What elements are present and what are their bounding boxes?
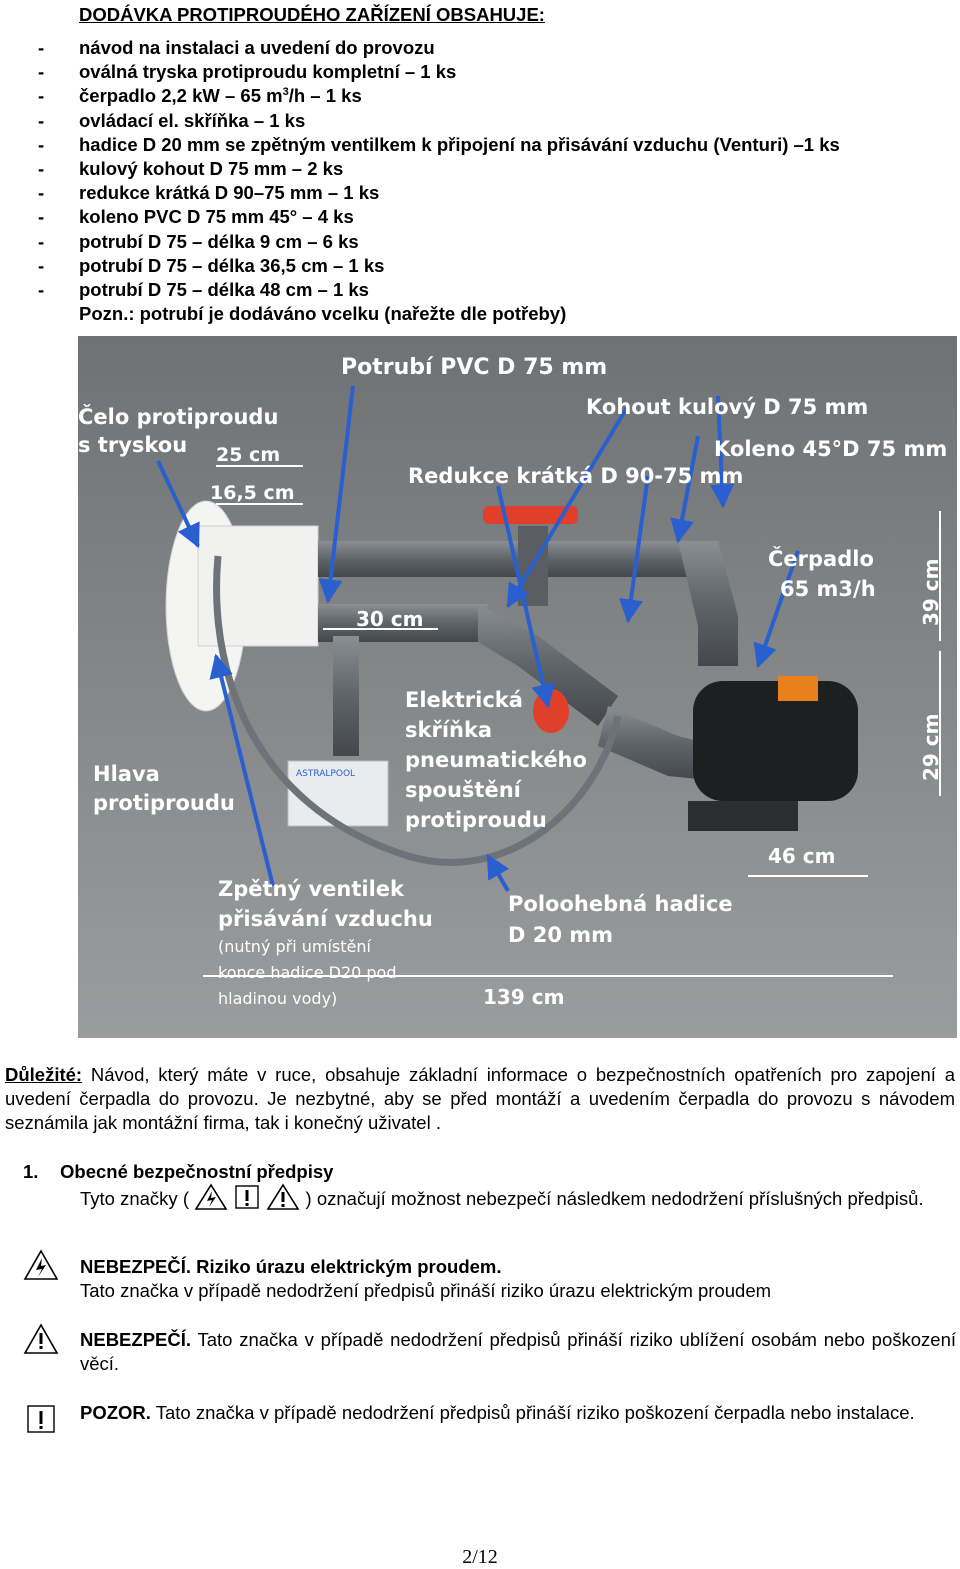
- label-check-valve-2: přisávání vzduchu: [218, 907, 433, 931]
- important-label: Důležité:: [5, 1064, 83, 1085]
- warning-caution: POZOR. Tato značka v případě nedodržení …: [80, 1402, 915, 1423]
- page-number: 2/12: [462, 1546, 498, 1568]
- list-item: -potrubí D 75 – délka 9 cm – 6 ks: [38, 230, 359, 252]
- label-30cm: 30 cm: [356, 607, 424, 631]
- section-number: 1.: [23, 1161, 39, 1182]
- label-elbow: Koleno 45°D 75 mm: [714, 437, 947, 461]
- label-check-valve: Zpětný ventilek: [218, 877, 405, 901]
- product-photo: ASTRALPOOL Potrubí PVC D 75 mm Čelo prot…: [78, 336, 957, 1038]
- label-39cm: 39 cm: [919, 559, 943, 627]
- list-item: -potrubí D 75 – délka 36,5 cm – 1 ks: [38, 254, 385, 276]
- list-item: -koleno PVC D 75 mm 45° – 4 ks: [38, 206, 354, 228]
- signs-intro: Tyto značky ( ) označují možnost nebezpe…: [80, 1183, 956, 1217]
- label-head: Hlava: [93, 762, 160, 786]
- label-head-front: Čelo protiproudu: [78, 404, 278, 429]
- contents-list: -návod na instalaci a uvedení do provozu…: [38, 36, 840, 302]
- pump-base: [688, 801, 798, 831]
- list-item: -kulový kohout D 75 mm – 2 ks: [38, 157, 344, 179]
- control-box-brand: ASTRALPOOL: [296, 769, 355, 779]
- list-item: -redukce krátká D 90–75 mm – 1 ks: [38, 182, 380, 204]
- list-item: -oválná tryska protiproudu kompletní – 1…: [38, 61, 457, 83]
- label-hose: Poloohebná hadice: [508, 892, 733, 916]
- label-pump-flow: 65 m3/h: [780, 577, 876, 601]
- elbow-upper: [678, 541, 738, 666]
- page-title: DODÁVKA PROTIPROUDÉHO ZAŘÍZENÍ OBSAHUJE:: [79, 4, 545, 25]
- section-heading: 1. Obecné bezpečnostní předpisy: [23, 1160, 333, 1184]
- label-pipe: Potrubí PVC D 75 mm: [341, 355, 607, 380]
- label-hose-2: D 20 mm: [508, 923, 613, 947]
- note: Pozn.: potrubí je dodáváno vcelku (nařež…: [79, 303, 567, 324]
- label-pump: Čerpadlo: [768, 546, 874, 571]
- caution-square-icon: [26, 1404, 56, 1439]
- pump-terminal: [778, 676, 818, 701]
- control-box: [287, 760, 389, 827]
- list-item: -hadice D 20 mm se zpětným ventilkem k p…: [38, 133, 840, 155]
- danger-triangle-icon: [23, 1323, 59, 1360]
- label-check-valve-4: konce hadice D20 pod: [218, 963, 397, 982]
- list-item: -ovládací el. skříňka – 1 ks: [38, 109, 306, 131]
- label-46cm: 46 cm: [768, 844, 836, 868]
- elbow-lower: [478, 604, 618, 726]
- list-item: -čerpadlo 2,2 kW – 65 m3/h – 1 ks: [38, 85, 362, 107]
- dimension-lines: [203, 465, 941, 977]
- pipe-vertical: [333, 636, 359, 756]
- label-box-4: spouštění: [405, 778, 523, 802]
- label-valve: Kohout kulový D 75 mm: [586, 395, 868, 419]
- label-head-front-2: s tryskou: [78, 433, 187, 457]
- label-box-1: Elektrická: [405, 688, 523, 712]
- electric-hazard-icon: [194, 1183, 228, 1217]
- label-29cm: 29 cm: [919, 714, 943, 782]
- label-check-valve-3: (nutný při umístění: [218, 937, 372, 956]
- label-reducer: Redukce krátká D 90-75 mm: [408, 464, 743, 488]
- label-check-valve-5: hladinou vody): [218, 989, 337, 1008]
- label-139cm: 139 cm: [483, 985, 564, 1009]
- caution-square-icon: [233, 1183, 261, 1217]
- danger-triangle-icon: [266, 1183, 300, 1217]
- label-head-2: protiproudu: [93, 791, 235, 815]
- important-text: Návod, který máte v ruce, obsahuje zákla…: [5, 1064, 955, 1134]
- pipe-lower: [318, 604, 488, 642]
- pipe-to-pump: [598, 706, 718, 781]
- warning-danger: NEBEZPEČÍ. Tato značka v případě nedodrž…: [80, 1329, 956, 1375]
- valve-handle-lower: [533, 689, 569, 733]
- list-item: -návod na instalaci a uvedení do provozu: [38, 37, 435, 58]
- label-16-5cm: 16,5 cm: [210, 482, 295, 504]
- label-25cm: 25 cm: [216, 444, 280, 466]
- section-title: Obecné bezpečnostní předpisy: [60, 1161, 334, 1182]
- annotation-arrows: [156, 385, 800, 892]
- important-paragraph: Důležité: Návod, který máte v ruce, obsa…: [5, 1063, 955, 1136]
- label-box-5: protiproudu: [405, 808, 547, 832]
- electric-hazard-icon: [23, 1249, 59, 1286]
- pump-motor: [693, 681, 858, 801]
- warning-electric: NEBEZPEČÍ. Riziko úrazu elektrickým prou…: [80, 1256, 772, 1302]
- label-box-3: pneumatického: [405, 748, 587, 772]
- label-box-2: skříňka: [405, 718, 492, 742]
- list-item: -potrubí D 75 – délka 48 cm – 1 ks: [38, 278, 369, 300]
